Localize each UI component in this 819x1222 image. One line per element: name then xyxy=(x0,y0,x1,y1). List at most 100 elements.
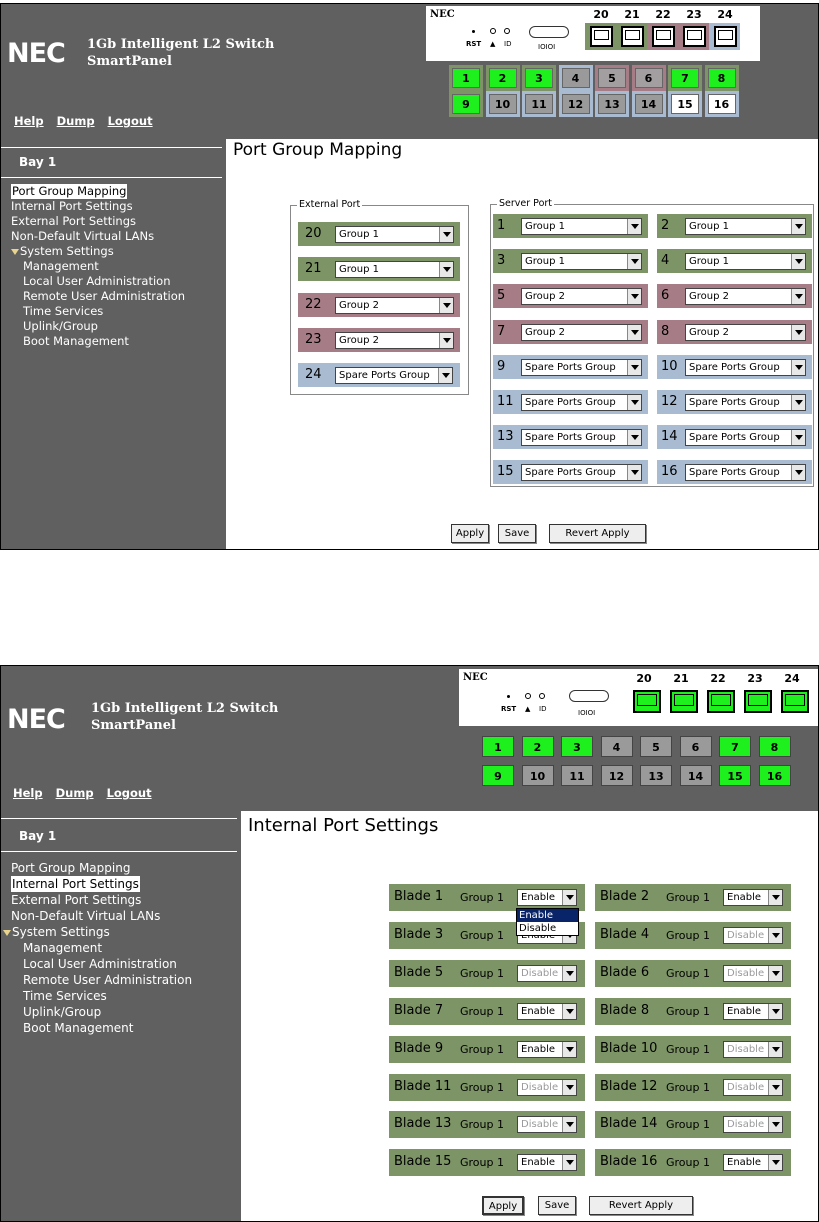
port-group-select[interactable]: Group 1 xyxy=(335,226,454,243)
menu-internal-port-settings[interactable]: Internal Port Settings xyxy=(11,199,133,213)
apply-button[interactable]: Apply xyxy=(451,524,489,543)
port-cell[interactable]: 8 xyxy=(758,736,791,757)
port-cell[interactable]: 8 xyxy=(707,68,736,88)
ethernet-port-icon[interactable] xyxy=(590,26,613,47)
port-group-select[interactable]: Spare Ports Group xyxy=(521,464,642,482)
menu-management[interactable]: Management xyxy=(23,259,99,273)
port-cell[interactable]: 10 xyxy=(521,765,554,786)
port-cell[interactable]: 2 xyxy=(521,736,554,757)
port-group-select[interactable]: Group 1 xyxy=(685,253,806,271)
port-cell[interactable]: 1 xyxy=(452,68,480,88)
port-cell[interactable]: 7 xyxy=(671,68,699,88)
port-group-select[interactable]: Spare Ports Group xyxy=(685,358,806,376)
menu-boot-management[interactable]: Boot Management xyxy=(23,1021,134,1035)
help-link[interactable]: Help xyxy=(14,114,44,128)
port-group-select[interactable]: Spare Ports Group xyxy=(521,358,642,376)
port-cell[interactable]: 9 xyxy=(482,765,514,786)
save-button[interactable]: Save xyxy=(498,524,536,543)
blade-state-select[interactable]: Enable xyxy=(723,1002,783,1020)
port-cell[interactable]: 16 xyxy=(707,94,736,114)
menu-port-group-mapping[interactable]: Port Group Mapping xyxy=(11,184,128,199)
port-group-select[interactable]: Spare Ports Group xyxy=(685,429,806,447)
port-group-select[interactable]: Group 2 xyxy=(335,331,454,349)
menu-uplink-group[interactable]: Uplink/Group xyxy=(23,319,98,333)
menu-port-group-mapping[interactable]: Port Group Mapping xyxy=(11,861,131,875)
ethernet-port-icon[interactable] xyxy=(781,690,809,713)
port-group-select[interactable]: Spare Ports Group xyxy=(521,429,642,447)
port-cell[interactable]: 3 xyxy=(561,736,593,757)
port-group-select[interactable]: Group 2 xyxy=(685,323,806,341)
menu-remote-user-admin[interactable]: Remote User Administration xyxy=(23,289,186,303)
port-cell[interactable]: 3 xyxy=(525,68,553,88)
port-cell[interactable]: 4 xyxy=(600,736,633,757)
port-cell[interactable]: 14 xyxy=(634,94,663,114)
port-cell[interactable]: 9 xyxy=(452,94,480,114)
menu-uplink-group[interactable]: Uplink/Group xyxy=(23,1005,102,1019)
revert-apply-button[interactable]: Revert Apply xyxy=(589,1196,693,1215)
port-group-select[interactable]: Group 2 xyxy=(335,296,454,314)
blade-state-select[interactable]: Enable xyxy=(517,1002,577,1020)
port-cell[interactable]: 11 xyxy=(525,94,553,114)
ethernet-port-icon[interactable] xyxy=(683,26,706,47)
ethernet-port-icon[interactable] xyxy=(652,26,675,47)
port-cell[interactable]: 13 xyxy=(640,765,672,786)
port-cell[interactable]: 12 xyxy=(600,765,633,786)
blade-state-select[interactable]: Enable xyxy=(517,889,577,906)
port-group-select[interactable]: Spare Ports Group xyxy=(685,464,806,482)
logout-link[interactable]: Logout xyxy=(107,114,153,128)
menu-remote-user-admin[interactable]: Remote User Administration xyxy=(23,973,193,987)
port-group-select[interactable]: Group 2 xyxy=(685,288,806,306)
port-cell[interactable]: 16 xyxy=(758,765,791,786)
port-cell[interactable]: 11 xyxy=(561,765,593,786)
port-group-select[interactable]: Group 1 xyxy=(685,218,806,235)
port-cell[interactable]: 6 xyxy=(679,736,712,757)
menu-non-default-vlans[interactable]: Non-Default Virtual LANs xyxy=(11,229,155,243)
port-group-select[interactable]: Spare Ports Group xyxy=(335,367,453,385)
port-cell[interactable]: 2 xyxy=(488,68,517,88)
blade-state-select[interactable]: Enable xyxy=(723,1154,783,1172)
port-group-select[interactable]: Spare Ports Group xyxy=(521,394,642,411)
port-cell[interactable]: 15 xyxy=(671,94,699,114)
dropdown-option-disable[interactable]: Disable xyxy=(519,923,557,934)
port-group-select[interactable]: Group 1 xyxy=(335,261,454,279)
revert-apply-button[interactable]: Revert Apply xyxy=(549,524,646,543)
port-group-select[interactable]: Group 2 xyxy=(521,288,642,306)
menu-external-port-settings[interactable]: External Port Settings xyxy=(11,214,136,228)
port-cell[interactable]: 10 xyxy=(488,94,517,114)
port-group-select[interactable]: Group 1 xyxy=(521,253,642,271)
dump-link[interactable]: Dump xyxy=(55,786,94,800)
menu-non-default-vlans[interactable]: Non-Default Virtual LANs xyxy=(11,909,161,923)
port-cell[interactable]: 7 xyxy=(719,736,751,757)
port-group-select[interactable]: Group 2 xyxy=(521,323,642,341)
port-cell[interactable]: 12 xyxy=(561,94,590,114)
port-cell[interactable]: 13 xyxy=(598,94,626,114)
dropdown-option-enable[interactable]: Enable xyxy=(517,909,578,922)
menu-system-settings[interactable]: System Settings xyxy=(3,924,192,940)
ethernet-port-icon[interactable] xyxy=(714,26,737,47)
menu-local-user-admin[interactable]: Local User Administration xyxy=(23,274,171,288)
port-group-select[interactable]: Spare Ports Group xyxy=(685,394,806,411)
menu-internal-port-settings[interactable]: Internal Port Settings xyxy=(11,876,140,892)
port-cell[interactable]: 4 xyxy=(561,68,590,88)
port-group-select[interactable]: Group 1 xyxy=(521,218,642,235)
dump-link[interactable]: Dump xyxy=(56,114,95,128)
menu-time-services[interactable]: Time Services xyxy=(23,989,107,1003)
menu-external-port-settings[interactable]: External Port Settings xyxy=(11,893,142,907)
blade-state-select[interactable]: Enable xyxy=(517,1154,577,1172)
ethernet-port-icon[interactable] xyxy=(621,26,644,47)
ethernet-port-icon[interactable] xyxy=(707,690,735,713)
ethernet-port-icon[interactable] xyxy=(633,690,661,713)
port-cell[interactable]: 14 xyxy=(679,765,712,786)
ethernet-port-icon[interactable] xyxy=(670,690,698,713)
port-cell[interactable]: 5 xyxy=(640,736,672,757)
help-link[interactable]: Help xyxy=(13,786,43,800)
port-cell[interactable]: 1 xyxy=(482,736,514,757)
apply-button[interactable]: Apply xyxy=(482,1196,524,1215)
save-button[interactable]: Save xyxy=(538,1196,576,1215)
port-cell[interactable]: 5 xyxy=(598,68,626,88)
blade-state-select[interactable]: Enable xyxy=(517,1040,577,1058)
ethernet-port-icon[interactable] xyxy=(744,690,772,713)
menu-system-settings[interactable]: System Settings xyxy=(11,244,185,259)
menu-time-services[interactable]: Time Services xyxy=(23,304,104,318)
enable-dropdown-menu[interactable]: Enable Disable xyxy=(516,908,579,936)
